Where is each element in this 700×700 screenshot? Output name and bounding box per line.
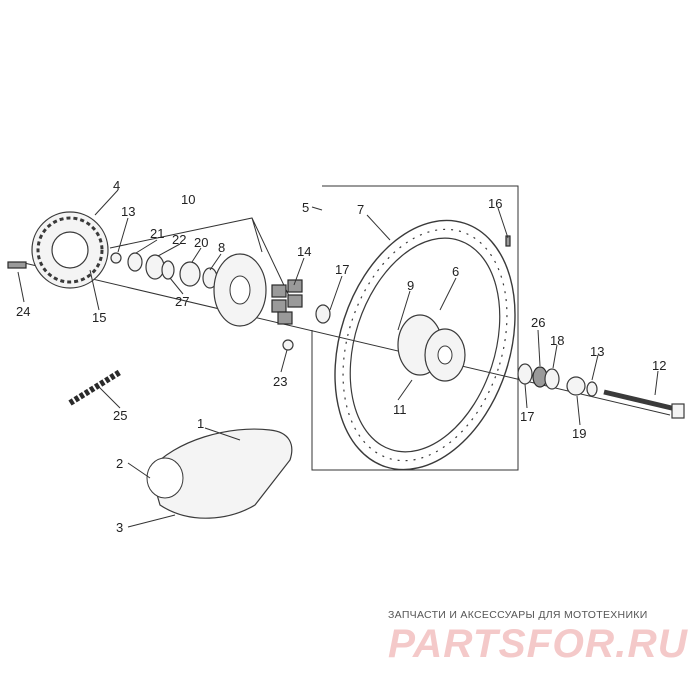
axle-nut <box>282 339 294 351</box>
callout-3: 3 <box>116 520 123 535</box>
spacer-19 <box>566 376 586 396</box>
callout-18: 18 <box>550 333 564 348</box>
callout-15: 15 <box>92 310 106 325</box>
bearing-17-right <box>517 363 533 385</box>
watermark: ЗАПЧАСТИ И АКСЕССУАРЫ ДЛЯ МОТОТЕХНИКИ PA… <box>388 609 688 666</box>
wheel-assembly-bracket <box>311 185 519 471</box>
callout-7: 7 <box>357 202 364 217</box>
callout-24: 24 <box>16 304 30 319</box>
callout-5: 5 <box>302 200 309 215</box>
valve <box>505 235 511 247</box>
watermark-logo-text: PARTSFOR.RU <box>388 622 688 666</box>
callout-labels: 1 2 3 4 5 6 7 8 9 10 11 12 13 13 14 15 1… <box>16 178 666 535</box>
seal-18 <box>544 368 560 390</box>
spacer-13-left <box>110 252 122 264</box>
callout-12: 12 <box>652 358 666 373</box>
drive-chain <box>68 369 122 406</box>
callout-13-right: 13 <box>590 344 604 359</box>
bearing-21 <box>127 252 143 272</box>
callout-17-left: 17 <box>335 262 349 277</box>
callout-17-right: 17 <box>520 409 534 424</box>
callout-23: 23 <box>273 374 287 389</box>
callout-13-left: 13 <box>121 204 135 219</box>
tyre-and-tube <box>146 428 293 519</box>
axle-line <box>19 261 671 416</box>
seal-22 <box>145 254 165 280</box>
callout-27: 27 <box>175 294 189 309</box>
callout-11: 11 <box>393 402 407 417</box>
callout-20: 20 <box>194 235 208 250</box>
wheel-axle <box>603 389 685 419</box>
watermark-tagline: ЗАПЧАСТИ И АКСЕССУАРЫ ДЛЯ МОТОТЕХНИКИ <box>388 609 648 621</box>
callout-10: 10 <box>181 192 195 207</box>
cush-drive-rubbers <box>271 279 303 325</box>
callout-21: 21 <box>150 226 164 241</box>
leader-lines <box>17 189 659 528</box>
callout-9: 9 <box>407 278 414 293</box>
callout-6: 6 <box>452 264 459 279</box>
callout-22: 22 <box>172 232 186 247</box>
wheel-rim <box>334 219 516 471</box>
callout-25: 25 <box>113 408 127 423</box>
ring-27 <box>161 260 175 280</box>
callout-16: 16 <box>488 196 502 211</box>
callout-4: 4 <box>113 178 120 193</box>
washer-13-right <box>586 381 598 397</box>
callout-2: 2 <box>116 456 123 471</box>
sprocket-carrier <box>213 253 267 327</box>
callout-26: 26 <box>531 315 545 330</box>
callout-14: 14 <box>297 244 311 259</box>
callout-1: 1 <box>197 416 204 431</box>
callout-19: 19 <box>572 426 586 441</box>
rear-sprocket <box>31 211 109 289</box>
wheel-hub <box>397 314 466 382</box>
sprocket-bolt <box>7 261 27 269</box>
spacer-20 <box>179 261 201 287</box>
callout-8: 8 <box>218 240 225 255</box>
bearing-17-left <box>315 304 331 324</box>
